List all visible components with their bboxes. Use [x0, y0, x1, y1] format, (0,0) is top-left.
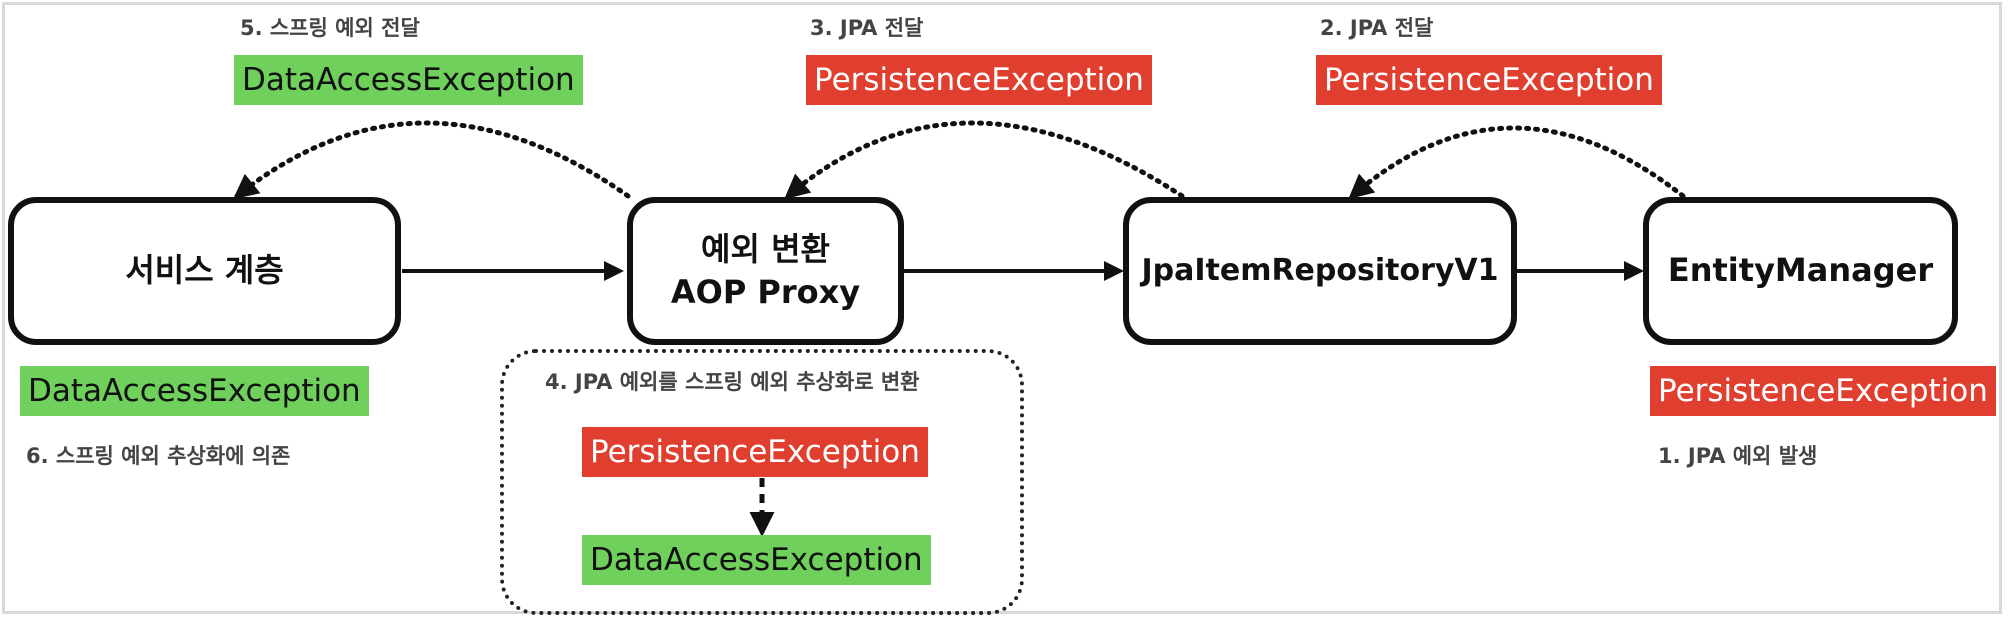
entity-manager-node: EntityManager [1643, 197, 1958, 345]
aop-proxy-label-line1: 예외 변환 [701, 229, 830, 268]
aop-proxy-label-line2: AOP Proxy [670, 273, 861, 311]
aop-proxy-node: 예외 변환 AOP Proxy [627, 197, 904, 345]
step2-exception-tag: PersistenceException [1316, 55, 1662, 105]
step5-exception-tag: DataAccessException [234, 55, 583, 105]
service-layer-label: 서비스 계층 [125, 251, 284, 290]
propagate-arrow-repository-to-proxy [784, 120, 1185, 200]
diagram-frame [2, 2, 2002, 614]
jpa-repository-node: JpaItemRepositoryV1 [1123, 197, 1517, 345]
step2-label: 2. JPA 전달 [1320, 16, 1434, 40]
propagate-arrow-proxy-to-service [233, 120, 631, 200]
step6-label: 6. 스프링 예외 추상화에 의존 [26, 444, 291, 468]
conversion-target-exception-tag: DataAccessException [582, 535, 931, 585]
conversion-source-exception-tag: PersistenceException [582, 427, 928, 477]
exception-conversion-box [500, 349, 1024, 615]
propagate-arrow-entitymanager-to-repository [1348, 125, 1686, 200]
step1-label: 1. JPA 예외 발생 [1658, 444, 1818, 468]
step3-label: 3. JPA 전달 [810, 16, 924, 40]
step1-exception-tag: PersistenceException [1650, 366, 1996, 416]
step4-label: 4. JPA 예외를 스프링 예외 추상화로 변환 [545, 370, 920, 394]
step5-label: 5. 스프링 예외 전달 [240, 16, 420, 40]
service-layer-node: 서비스 계층 [8, 197, 401, 345]
entity-manager-label: EntityManager [1667, 251, 1934, 290]
step3-exception-tag: PersistenceException [806, 55, 1152, 105]
jpa-repository-label: JpaItemRepositoryV1 [1141, 252, 1499, 288]
step6-exception-tag: DataAccessException [20, 366, 369, 416]
